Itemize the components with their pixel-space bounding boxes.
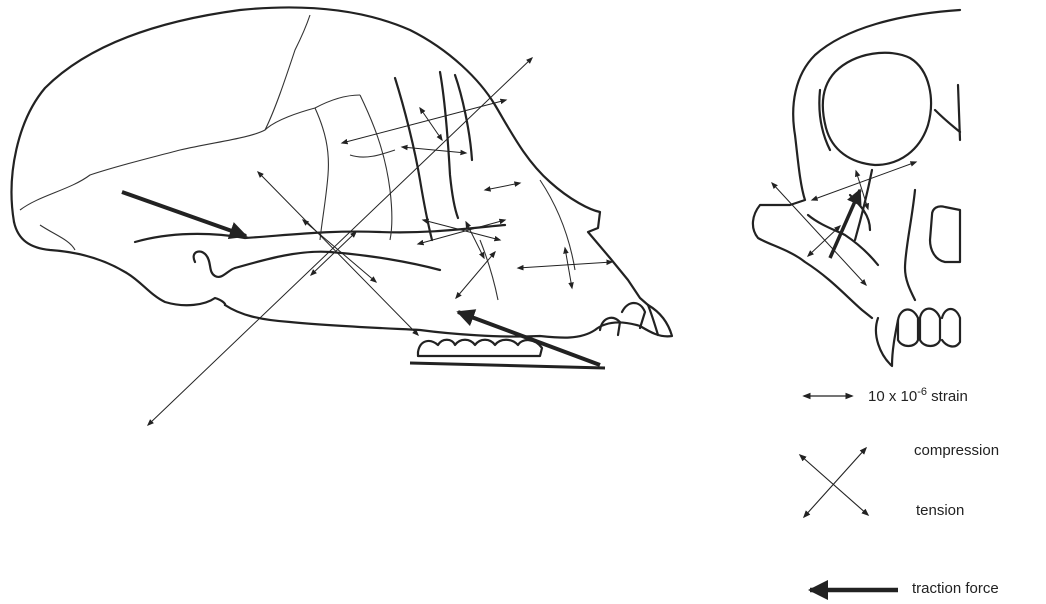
strain-arrow [342,100,506,143]
tooth-row [418,340,542,356]
frontal-incisors [898,309,960,347]
frontal-outline [753,10,960,318]
legend-scale-label: 10 x 10-6 strain [868,386,968,405]
strain-gauge-arrows-lateral [148,58,612,425]
strain-arrow [485,183,520,190]
skull-outline [12,7,648,305]
legend-scale-value: 10 x 10 [868,388,917,405]
legend-scale-unit: strain [931,388,968,405]
long-tension-arrow [148,58,532,425]
strain-arrow [812,162,916,200]
legend-tension-label: tension [916,502,964,519]
legend [800,396,898,590]
strain-arrow [456,252,495,298]
legend-compression-label: compression [914,442,999,459]
frontal-skull-view [753,10,960,366]
legend-tension-arrow [804,448,866,517]
strain-arrow [518,262,612,268]
strain-arrow [420,108,442,140]
legend-traction-force-label: traction force [912,580,999,597]
traction-force-arrow-1 [122,192,246,236]
occlusal-plane-bar [410,363,605,368]
strain-arrow [423,220,500,240]
legend-scale-exponent: -6 [917,386,927,398]
strain-arrow [565,248,572,288]
long-compression-arrow [258,172,418,335]
maxilla-lower-edge [225,305,640,338]
legend-compression-arrow [800,455,868,515]
traction-force-arrow-frontal [830,190,860,258]
frontal-canine [876,318,898,366]
cranial-sutures [20,15,575,300]
lateral-skull-view [12,7,672,356]
orbit [823,53,931,165]
